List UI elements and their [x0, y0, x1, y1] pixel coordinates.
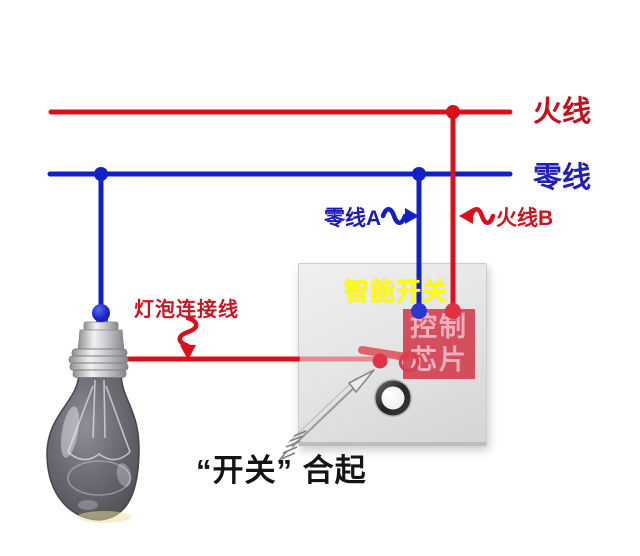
- neutral-branch-a-label: 零线A: [324, 207, 382, 230]
- neutral-a-arrow: [380, 207, 419, 225]
- bulb-terminal-ball: [92, 304, 110, 322]
- neutral-junction-dot-right: [412, 167, 426, 181]
- live-wire-label: 火线: [533, 96, 592, 128]
- live-branch-b-label: 火线B: [496, 207, 554, 230]
- live-b-arrow: [459, 207, 496, 225]
- bulb-connect-wire-label: 灯泡连接线: [134, 299, 239, 321]
- control-chip-label-line1: 控制: [410, 312, 468, 342]
- neutral-wire-label: 零线: [533, 162, 592, 194]
- control-chip-block: 控制 芯片: [403, 309, 475, 379]
- bulb-wire-arrow: [177, 315, 199, 360]
- neutral-junction-dot-left: [94, 167, 108, 181]
- switch-closed-caption: “开关” 合起: [196, 453, 367, 488]
- live-junction-dot: [446, 105, 460, 119]
- smart-switch-title: 智能开关: [344, 278, 449, 306]
- control-chip-label-line2: 芯片: [410, 345, 468, 375]
- light-bulb: [46, 304, 140, 523]
